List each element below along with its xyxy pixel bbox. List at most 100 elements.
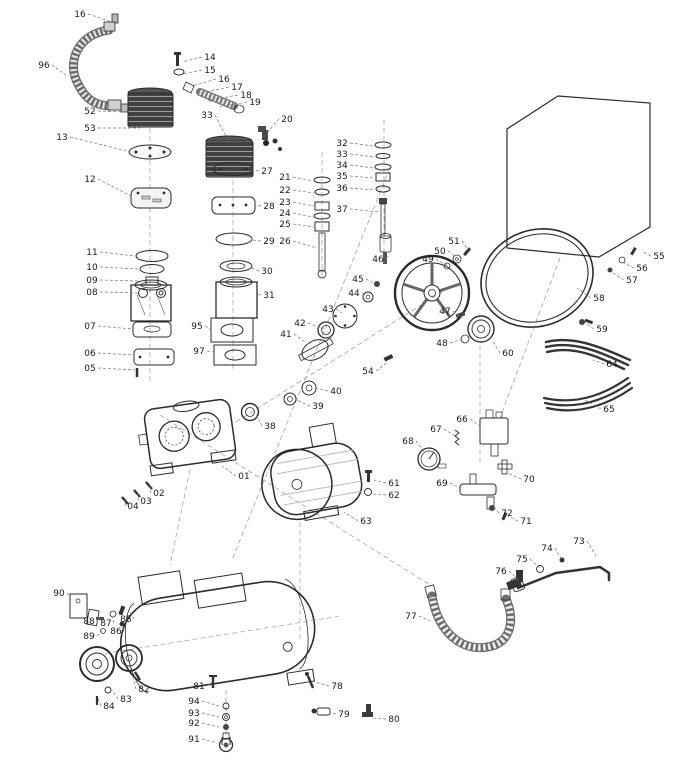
leader-line-72 (493, 506, 500, 514)
leader-line-80 (371, 717, 387, 720)
leader-line-29 (251, 239, 262, 242)
leader-line-12 (97, 178, 132, 197)
part-label-76: 76 (495, 567, 507, 577)
part-label-32: 32 (336, 139, 347, 149)
part-label-41: 41 (280, 330, 291, 340)
part-label-09: 09 (86, 276, 98, 286)
leader-line-60 (491, 339, 501, 354)
leader-line-11 (99, 251, 136, 257)
tank-bolt-81 (209, 675, 217, 688)
leader-line-35 (349, 175, 376, 179)
leader-line-70 (507, 472, 522, 480)
part-label-33: 33 (336, 150, 347, 160)
leader-line-64 (592, 359, 605, 365)
part-label-62: 62 (388, 491, 399, 501)
cylinder-head-1 (127, 87, 174, 128)
motor-foot (303, 505, 340, 522)
air-tank (105, 570, 339, 694)
part-label-33: 33 (201, 111, 212, 121)
part-label-63: 63 (360, 517, 371, 527)
part-label-87: 87 (100, 619, 111, 629)
part-label-75: 75 (516, 555, 527, 565)
motor-bolts (364, 470, 372, 496)
leader-line-93 (201, 712, 220, 718)
part-label-74: 74 (541, 544, 553, 554)
leader-line-87 (111, 616, 115, 624)
head-gasket-plate-13 (128, 144, 172, 160)
leader-line-76 (508, 570, 519, 581)
part-label-01: 01 (238, 472, 249, 482)
leader-line-95 (204, 325, 212, 331)
electric-motor (261, 422, 363, 522)
leader-line-51 (461, 240, 469, 251)
tank-port (282, 641, 293, 652)
part-label-19: 19 (249, 98, 261, 108)
part-label-48: 48 (436, 339, 448, 349)
leader-line-02 (149, 484, 152, 494)
leader-line-74 (554, 547, 563, 561)
leader-line-45 (365, 278, 375, 284)
part-label-94: 94 (188, 697, 200, 707)
crankshaft-assembly (240, 281, 394, 422)
leader-line-49 (435, 258, 449, 267)
base-plates-left (132, 321, 175, 377)
wiring-harness-upper (544, 338, 632, 371)
part-label-97: 97 (193, 347, 204, 357)
leader-line-61 (373, 479, 387, 484)
part-label-55: 55 (653, 252, 664, 262)
leader-line-07 (97, 325, 133, 330)
part-label-37: 37 (336, 205, 347, 215)
belt-fastener-59 (579, 318, 594, 325)
leader-line-05 (97, 367, 136, 371)
part-label-52: 52 (84, 107, 95, 117)
leader-line-57 (612, 272, 625, 281)
leader-line-85 (129, 611, 135, 620)
leader-line-16 (87, 13, 113, 23)
leader-line-81 (206, 681, 213, 687)
part-label-89: 89 (83, 632, 95, 642)
leader-line-91 (201, 738, 218, 744)
leader-line-23 (292, 201, 315, 207)
leader-line-38 (255, 413, 263, 427)
leader-line-92 (201, 722, 220, 728)
part-label-69: 69 (436, 479, 448, 489)
leader-line-21 (292, 176, 314, 182)
part-label-12: 12 (84, 175, 95, 185)
part-label-60: 60 (502, 349, 514, 359)
leader-line-62 (371, 493, 387, 496)
crankcase (138, 398, 237, 477)
part-label-16: 16 (218, 75, 230, 85)
part-label-47: 47 (439, 307, 450, 317)
leader-line-24 (292, 212, 314, 218)
condenser-grid (506, 95, 651, 258)
part-label-85: 85 (120, 615, 131, 625)
part-label-38: 38 (264, 422, 276, 432)
part-label-82: 82 (138, 685, 149, 695)
part-label-27: 27 (261, 167, 272, 177)
part-label-14: 14 (204, 53, 216, 63)
leader-line-08 (99, 291, 140, 294)
leader-line-40 (313, 387, 329, 392)
wheel-assembly (79, 644, 143, 705)
leader-line-97 (206, 350, 215, 353)
part-label-57: 57 (626, 276, 637, 286)
part-label-18: 18 (240, 91, 252, 101)
drive-belt (480, 228, 594, 328)
part-label-83: 83 (120, 695, 131, 705)
part-label-54: 54 (362, 367, 374, 377)
leader-line-33 (349, 153, 376, 158)
condenser-fasteners (607, 247, 637, 273)
part-label-91: 91 (188, 735, 199, 745)
part-label-29: 29 (263, 237, 275, 247)
part-label-15: 15 (204, 66, 215, 76)
leader-line-84 (97, 697, 102, 707)
tank-fittings (305, 672, 373, 717)
part-label-50: 50 (434, 247, 446, 257)
leader-line-50 (447, 250, 459, 260)
valve-stack-32-37 (374, 141, 392, 235)
leader-line-32 (349, 142, 375, 147)
leader-line-48 (449, 338, 464, 344)
part-label-68: 68 (402, 437, 414, 447)
mount-bracket (69, 593, 126, 634)
